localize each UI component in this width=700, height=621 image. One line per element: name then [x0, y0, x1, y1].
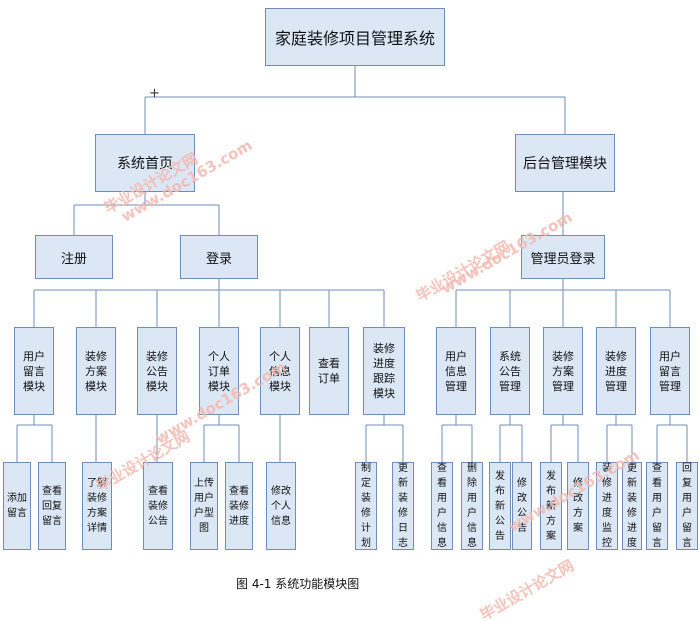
leaf-label: 发布新公告	[495, 470, 505, 542]
leaf-label: 删除用户信息	[467, 463, 477, 549]
back-module-notice: 系统公告管理	[490, 327, 530, 415]
back-module-plan: 装修方案管理	[543, 327, 583, 415]
back-module-user: 用户信息管理	[436, 327, 476, 415]
back-module-message: 用户留言管理	[650, 327, 690, 415]
leaf-upload-floorplan: 上传用户户型图	[190, 462, 218, 550]
back-node: 后台管理模块	[515, 134, 615, 192]
admin-login-node: 管理员登录	[521, 235, 605, 279]
front-module-info: 个人信息模块	[260, 327, 300, 415]
leaf-label: 修改公告	[517, 478, 527, 534]
leaf-add-message: 添加留言	[3, 462, 31, 550]
back-module-label: 用户信息管理	[445, 349, 467, 393]
leaf-label: 添加留言	[7, 493, 27, 519]
leaf-view-message: 查看用户留言	[646, 462, 668, 550]
leaf-monitor-progress: 装修进度监控	[596, 462, 618, 550]
leaf-view-user: 查看用户信息	[431, 462, 453, 550]
leaf-label: 制定装修计划	[361, 463, 371, 549]
leaf-label: 查看用户留言	[652, 463, 662, 549]
leaf-label: 装修进度监控	[602, 463, 612, 549]
front-module-notice: 装修公告模块	[137, 327, 177, 415]
leaf-view-notice: 查看装修公告	[143, 462, 173, 550]
leaf-label: 修改个人信息	[271, 485, 291, 527]
leaf-plan-detail: 了解装修方案详情	[82, 462, 112, 550]
front-module-label: 个人信息模块	[269, 349, 291, 393]
leaf-label: 查看用户信息	[437, 463, 447, 549]
back-module-label: 装修方案管理	[552, 349, 574, 393]
leaf-reply-message: 回复用户留言	[676, 462, 698, 550]
leaf-label: 更新装修日志	[398, 463, 408, 549]
leaf-update-progress: 更新装修进度	[622, 462, 642, 550]
root-node: 家庭装修项目管理系统	[265, 8, 445, 66]
leaf-label: 查看装修公告	[148, 485, 168, 527]
login-node: 登录	[180, 235, 258, 279]
front-module-plan: 装修方案模块	[76, 327, 116, 415]
front-module-label: 查看订单	[318, 357, 340, 385]
leaf-label: 上传用户户型图	[194, 478, 214, 534]
leaf-publish-notice: 发布新公告	[489, 462, 511, 550]
leaf-label: 了解装修方案详情	[87, 478, 107, 534]
register-label: 注册	[60, 251, 87, 267]
leaf-view-progress: 查看装修进度	[225, 462, 253, 550]
front-node: 系统首页	[95, 134, 195, 192]
register-node: 注册	[35, 235, 113, 279]
login-label: 登录	[205, 251, 232, 267]
leaf-edit-notice: 修改公告	[512, 462, 532, 550]
leaf-delete-user: 删除用户信息	[461, 462, 483, 550]
front-module-label: 装修公告模块	[146, 349, 168, 393]
leaf-label: 查看装修进度	[229, 485, 249, 527]
leaf-label: 修改方案	[573, 478, 583, 534]
front-module-label: 用户留言模块	[23, 349, 45, 393]
front-module-message: 用户留言模块	[14, 327, 54, 415]
leaf-publish-plan: 发布新方案	[540, 462, 562, 550]
front-module-order: 个人订单模块	[199, 327, 239, 415]
leaf-edit-info: 修改个人信息	[266, 462, 296, 550]
back-module-progress: 装修进度管理	[596, 327, 636, 415]
admin-login-label: 管理员登录	[530, 251, 596, 267]
back-module-label: 系统公告管理	[499, 349, 521, 393]
leaf-label: 回复用户留言	[682, 463, 692, 549]
leaf-label: 查看回复留言	[42, 485, 62, 527]
marker-plus: +	[149, 86, 160, 101]
root-label: 家庭装修项目管理系统	[274, 29, 435, 48]
back-module-label: 装修进度管理	[605, 349, 627, 393]
back-module-label: 用户留言管理	[659, 349, 681, 393]
leaf-label: 发布新方案	[546, 470, 556, 542]
front-module-view-order: 查看订单	[309, 327, 349, 415]
leaf-make-plan: 制定装修计划	[355, 462, 377, 550]
leaf-edit-plan: 修改方案	[567, 462, 589, 550]
front-label: 系统首页	[117, 156, 173, 172]
leaf-label: 更新装修进度	[627, 463, 637, 549]
figure-caption: 图 4-1 系统功能模块图	[236, 577, 360, 591]
leaf-view-reply: 查看回复留言	[38, 462, 66, 550]
front-module-progress: 装修进度跟踪模块	[363, 327, 405, 415]
front-module-label: 装修方案模块	[85, 349, 107, 393]
leaf-update-log: 更新装修日志	[392, 462, 414, 550]
front-module-label: 个人订单模块	[208, 349, 230, 393]
front-module-label: 装修进度跟踪模块	[373, 342, 395, 400]
back-label: 后台管理模块	[523, 156, 607, 172]
